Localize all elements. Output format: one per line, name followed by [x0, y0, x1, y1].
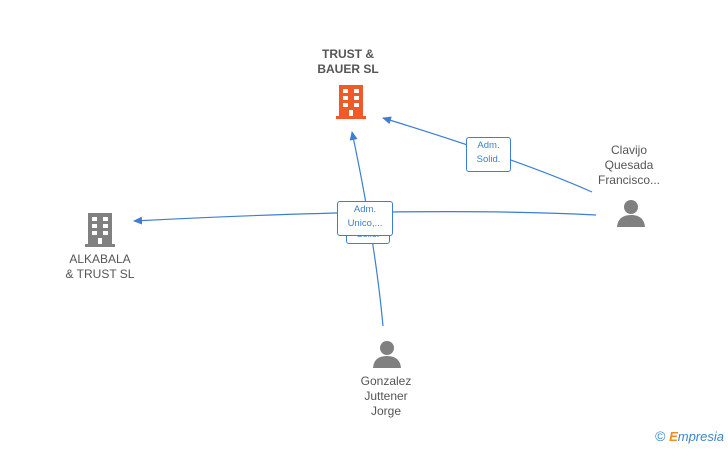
node-label-gonzalez: Gonzalez Juttener Jorge [360, 374, 412, 418]
building-icon[interactable] [84, 212, 116, 248]
role-tag-clavijo-trust[interactable]: Adm. Solid. [466, 137, 511, 172]
node-gonzalez[interactable]: Gonzalez Juttener Jorge [336, 374, 436, 419]
person-icon[interactable] [372, 339, 402, 369]
empresia-watermark: © Empresia [655, 428, 724, 444]
node-trust-bauer[interactable]: TRUST & BAUER SL [298, 47, 398, 77]
node-label-trust-bauer: TRUST & BAUER SL [317, 47, 379, 76]
node-label-alkabala: ALKABALA & TRUST SL [65, 252, 135, 281]
brand-initial: E [669, 429, 678, 444]
brand-name: mpresia [677, 429, 724, 444]
node-clavijo[interactable]: Clavijo Quesada Francisco... [580, 143, 678, 188]
person-icon[interactable] [616, 198, 646, 228]
node-label-clavijo: Clavijo Quesada Francisco... [597, 143, 660, 187]
building-icon[interactable] [335, 84, 367, 120]
role-tag-front[interactable]: Adm. Unico,... [337, 201, 393, 236]
copyright-icon: © [655, 428, 666, 444]
node-alkabala[interactable]: ALKABALA & TRUST SL [48, 252, 152, 282]
